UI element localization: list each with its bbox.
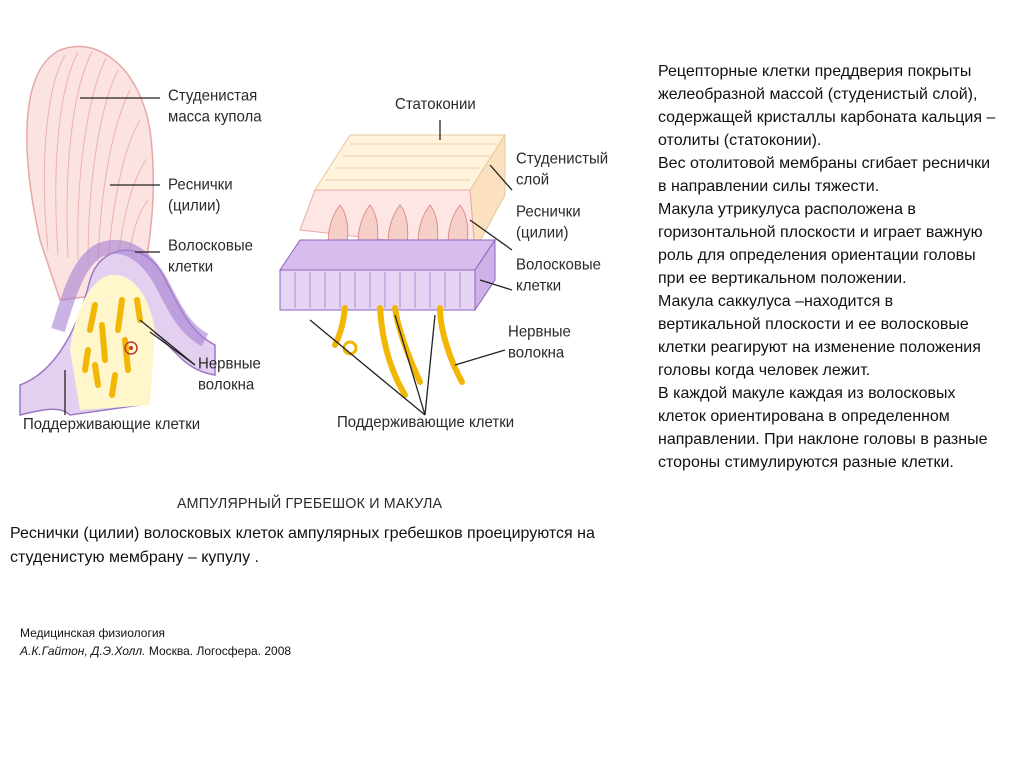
- label-statoconia: Статоконии: [395, 95, 476, 116]
- figure-caption: АМПУЛЯРНЫЙ ГРЕБЕШОК И МАКУЛА: [177, 495, 442, 512]
- source-publisher: Москва. Логосфера. 2008: [146, 644, 292, 658]
- paragraph-receptors: Рецепторные клетки преддверия покрыты же…: [658, 60, 998, 152]
- source-authors: А.К.Гайтон, Д.Э.Холл.: [20, 644, 146, 658]
- paragraph-saccule: Макула саккулуса –находится в вертикальн…: [658, 290, 998, 382]
- macula-description: Рецепторные клетки преддверия покрыты же…: [658, 60, 998, 474]
- source-title: Медицинская физиология: [20, 626, 165, 640]
- paragraph-otolith-weight: Вес отолитовой мембраны сгибает реснички…: [658, 152, 998, 198]
- source-citation: А.К.Гайтон, Д.Э.Холл. Москва. Логосфера.…: [20, 644, 291, 658]
- cilia-description: Реснички (цилии) волосковых клеток ампул…: [10, 522, 610, 570]
- macula-drawing: [280, 120, 512, 415]
- paragraph-orientation: В каждой макуле каждая из волосковых кле…: [658, 382, 998, 474]
- label-cilia-left: Реснички (цилии): [168, 175, 258, 217]
- label-supporting-right: Поддерживающие клетки: [337, 413, 514, 434]
- paragraph-utricle: Макула утрикулуса расположена в горизонт…: [658, 198, 998, 290]
- label-gel-layer: Студенистый слой: [516, 149, 626, 191]
- label-supporting-left: Поддерживающие клетки: [23, 415, 200, 436]
- label-nerve-fibers-left: Нервные волокна: [198, 354, 278, 396]
- label-hair-cells-right: Волосковые клетки: [516, 255, 626, 297]
- vestibular-figure: Студенистая масса купола Реснички (цилии…: [0, 30, 640, 500]
- label-hair-cells-left: Волосковые клетки: [168, 236, 278, 278]
- label-cilia-right: Реснички (цилии): [516, 202, 606, 244]
- label-cupula-gel: Студенистая масса купола: [168, 86, 278, 128]
- label-nerve-fibers-right: Нервные волокна: [508, 322, 588, 364]
